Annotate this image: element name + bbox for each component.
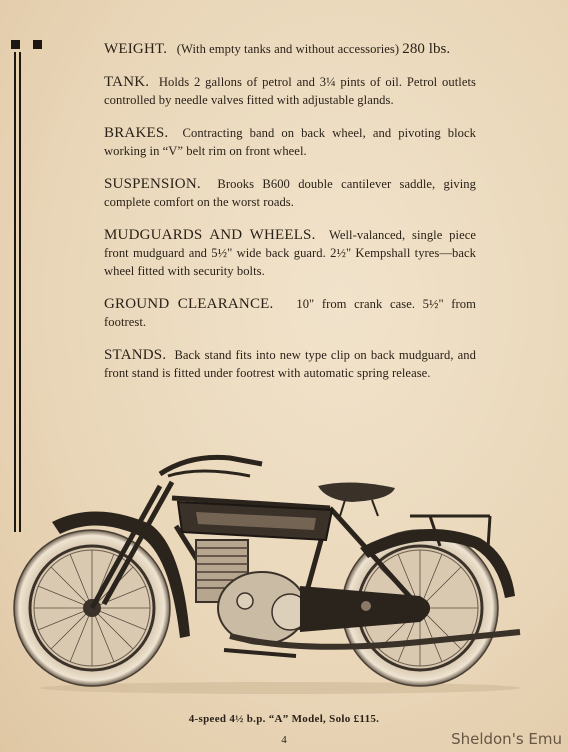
exhaust-pipe bbox=[229, 629, 521, 650]
spec-heading: STANDS. bbox=[104, 347, 167, 363]
engine bbox=[195, 539, 309, 645]
margin-square-2 bbox=[33, 40, 42, 49]
watermark: Sheldon's Emu bbox=[451, 730, 562, 748]
page-number: 4 bbox=[281, 734, 287, 746]
margin-rule-1 bbox=[14, 52, 16, 532]
footrest bbox=[223, 648, 297, 658]
spec-brakes: BRAKES. Contracting band on back wheel, … bbox=[104, 124, 476, 160]
saddle bbox=[318, 482, 395, 502]
motorcycle-illustration bbox=[13, 454, 521, 694]
spec-suspension: SUSPENSION. Brooks B600 double cantileve… bbox=[104, 175, 476, 211]
margin-rule-2 bbox=[19, 52, 21, 532]
spec-heading: MUDGUARDS AND WHEELS. bbox=[104, 227, 316, 243]
spec-ground-clearance: GROUND CLEARANCE. 10" from crank case. 5… bbox=[104, 295, 476, 331]
spec-weight: WEIGHT. (With empty tanks and without ac… bbox=[104, 40, 476, 58]
spec-text: Brooks B600 double cantilever saddle, gi… bbox=[104, 177, 476, 209]
spec-heading: SUSPENSION. bbox=[104, 176, 201, 192]
handlebars bbox=[158, 454, 263, 477]
front-mudguard bbox=[52, 511, 190, 638]
spec-tank: TANK. Holds 2 gallons of petrol and 3¼ p… bbox=[104, 73, 476, 109]
spec-heading: WEIGHT. bbox=[104, 41, 168, 57]
spec-text: 10" from crank case. 5½" from footrest. bbox=[104, 297, 476, 329]
spec-text: Holds 2 gallons of petrol and 3¼ pints o… bbox=[104, 75, 476, 107]
specification-list: WEIGHT. (With empty tanks and without ac… bbox=[104, 40, 476, 397]
spec-text: (With empty tanks and without accessorie… bbox=[176, 42, 400, 56]
ground-shadow bbox=[40, 682, 520, 694]
spec-value: 280 lbs. bbox=[402, 41, 451, 57]
spec-heading: GROUND CLEARANCE. bbox=[104, 296, 274, 312]
rear-mudguard bbox=[360, 529, 515, 598]
spec-heading: BRAKES. bbox=[104, 125, 169, 141]
spec-stands: STANDS. Back stand fits into new type cl… bbox=[104, 346, 476, 382]
spec-text: Contracting band on back wheel, and pivo… bbox=[104, 126, 476, 158]
spec-heading: TANK. bbox=[104, 74, 150, 90]
spec-text: Back stand fits into new type clip on ba… bbox=[104, 348, 476, 380]
front-forks bbox=[89, 480, 175, 610]
spec-mudguards-wheels: MUDGUARDS AND WHEELS. Well-valanced, sin… bbox=[104, 226, 476, 280]
margin-square-1 bbox=[11, 40, 20, 49]
model-caption: 4-speed 4½ b.p. “A” Model, Solo £115. bbox=[188, 713, 380, 725]
spec-text: Well-valanced, single piece front mudgua… bbox=[104, 228, 476, 278]
luggage-carrier bbox=[410, 514, 492, 549]
